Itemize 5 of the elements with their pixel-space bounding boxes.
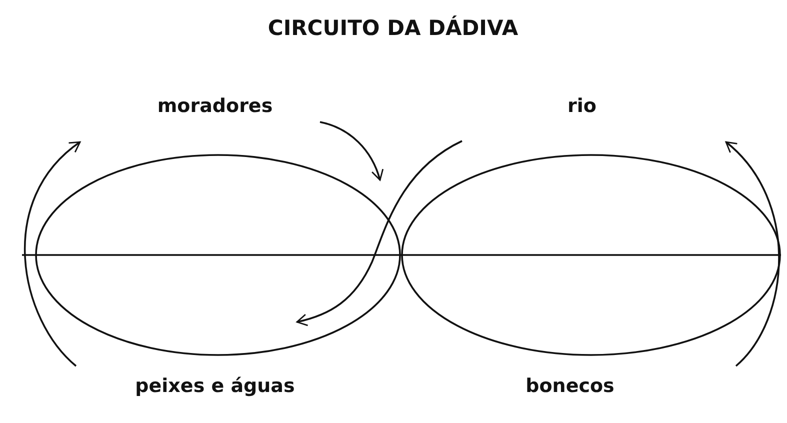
- quadrant-label: rio: [568, 95, 596, 117]
- diagram-title: CIRCUITO DA DÁDIVA: [268, 16, 518, 40]
- quadrant-label: bonecos: [526, 375, 614, 397]
- quadrant-label: moradores: [157, 95, 273, 117]
- quadrant-label: peixes e águas: [135, 375, 295, 397]
